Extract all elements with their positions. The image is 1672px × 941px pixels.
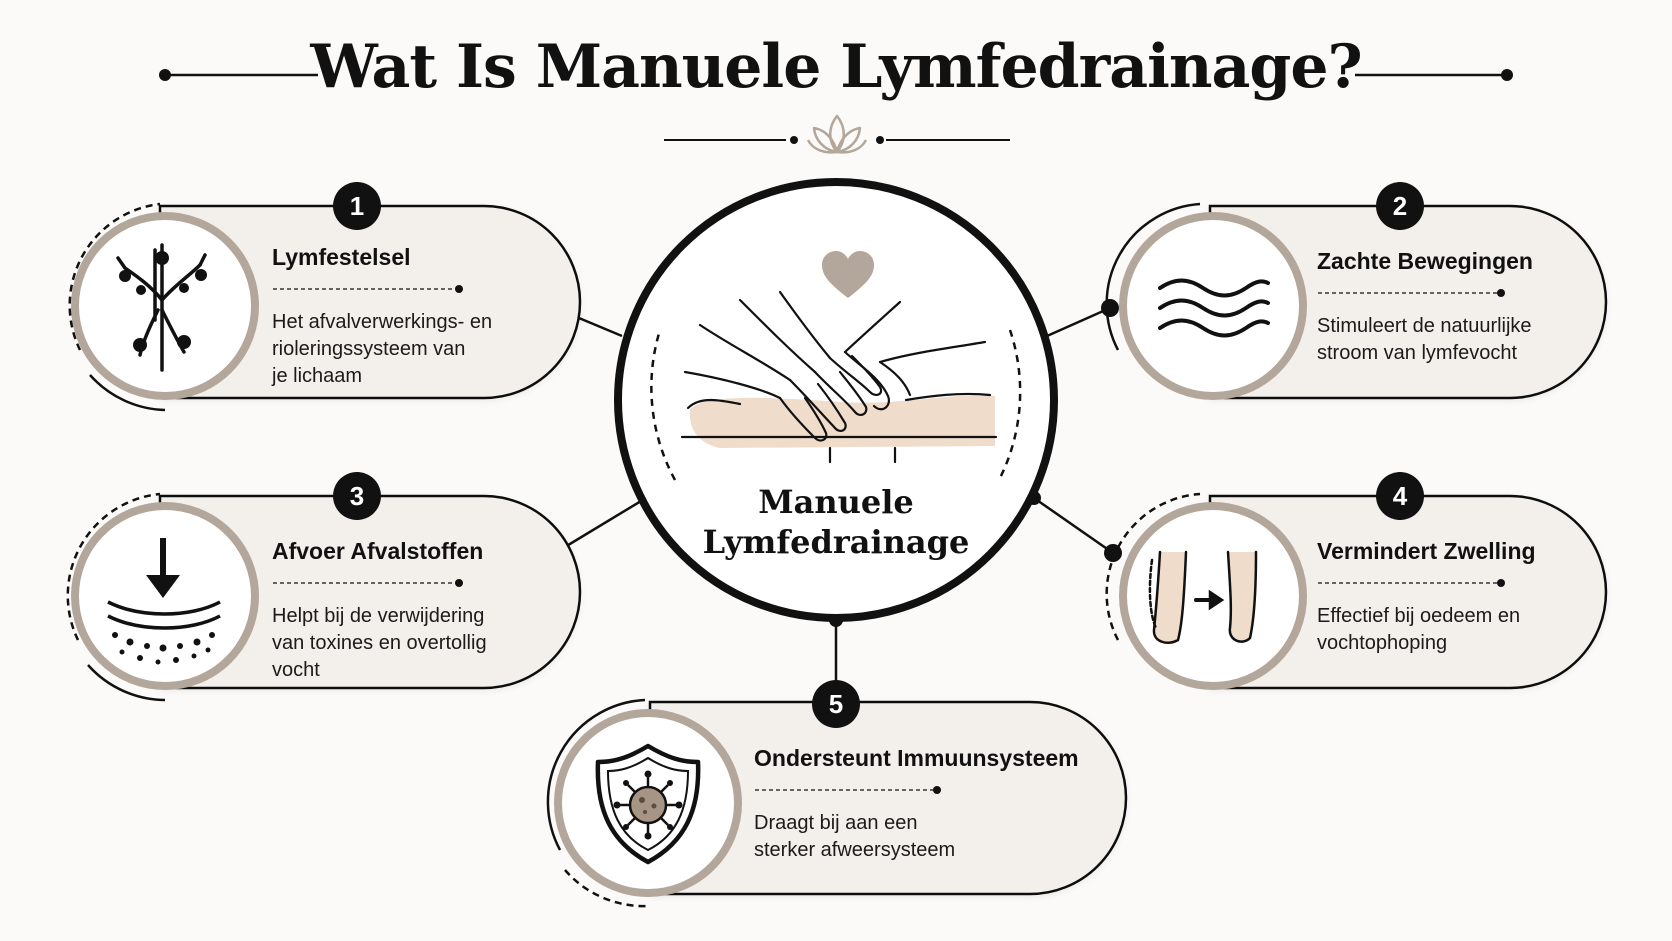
center-label: Manuele Lymfedrainage — [702, 483, 970, 561]
card-text-5: Ondersteunt Immuunsysteem Draagt bij aan… — [754, 745, 1079, 864]
legs-swelling-icon — [1148, 550, 1258, 644]
lotus-icon — [664, 114, 1010, 154]
card-description-5: Draagt bij aan een sterker afweersysteem — [754, 812, 956, 861]
card-number-5: 5 — [828, 689, 844, 719]
card-title-4: Vermindert Zwelling — [1317, 538, 1536, 564]
heart-icon — [822, 251, 874, 298]
card-description-1: Het afvalverwerkings- en rioleringssyste… — [272, 311, 493, 387]
card-text-2: Zachte Bewegingen Stimuleert de natuurli… — [1317, 248, 1533, 367]
drainage-arrow-icon — [107, 538, 221, 665]
card-description-4: Effectief bij oedeem en vochtophoping — [1317, 605, 1521, 654]
card-number-2: 2 — [1392, 191, 1408, 221]
shield-virus-icon — [595, 743, 701, 865]
card-title-5: Ondersteunt Immuunsysteem — [754, 745, 1079, 771]
card-text-4: Vermindert Zwelling Effectief bij oedeem… — [1317, 538, 1536, 657]
card-title-2: Zachte Bewegingen — [1317, 248, 1533, 274]
card-2 — [1105, 182, 1608, 400]
title-decoration-left — [159, 69, 318, 81]
card-number-3: 3 — [349, 481, 365, 511]
card-description-3: Helpt bij de verwijdering van toxines en… — [272, 605, 487, 681]
title-decoration-right — [1355, 69, 1513, 81]
card-title-1: Lymfestelsel — [272, 244, 411, 270]
massage-hands-illustration — [680, 290, 998, 464]
page-title: Wat Is Manuele Lymfedrainage? — [310, 32, 1362, 102]
lymph-system-icon — [116, 243, 207, 372]
card-text-3: Afvoer Afvalstoffen Helpt bij de verwijd… — [272, 538, 487, 684]
card-number-4: 4 — [1392, 481, 1408, 511]
center-circle — [614, 178, 1058, 622]
card-title-3: Afvoer Afvalstoffen — [272, 538, 484, 564]
card-text-1: Lymfestelsel Het afvalverwerkings- en ri… — [272, 244, 492, 390]
card-3 — [66, 472, 582, 702]
waves-icon — [1158, 278, 1270, 338]
card-number-1: 1 — [349, 191, 365, 221]
card-description-2: Stimuleert de natuurlijke stroom van lym… — [1317, 315, 1532, 364]
